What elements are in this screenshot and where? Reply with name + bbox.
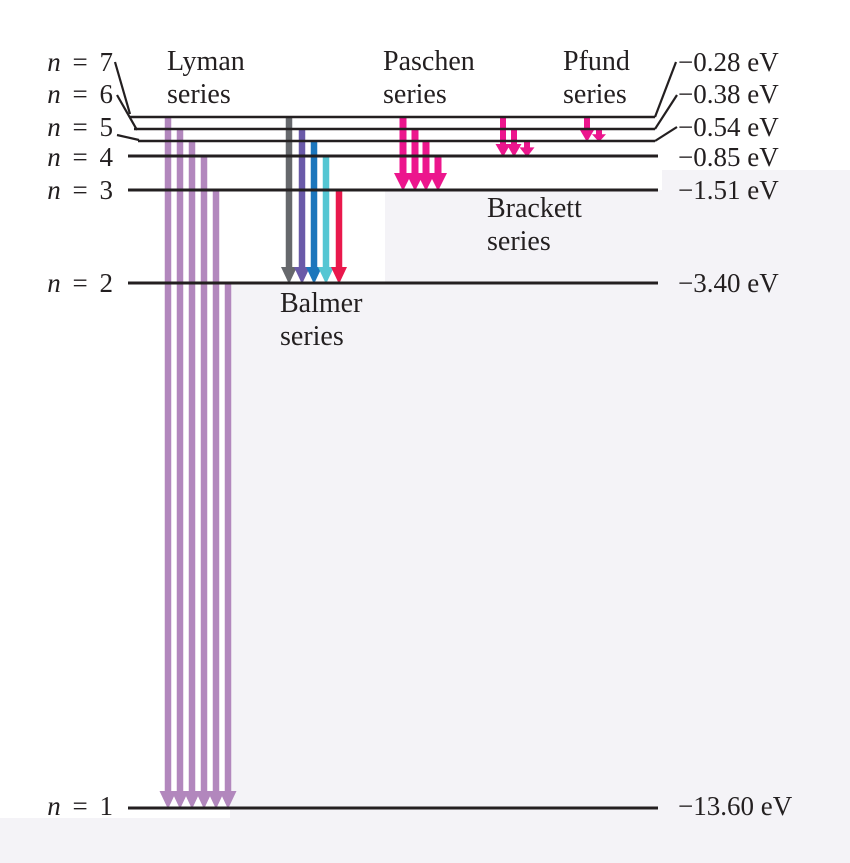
series-label-balmer: Balmer series (280, 287, 362, 353)
energy-label-n4: −0.85 eV (678, 142, 779, 172)
level-label-n2: n = 2 (47, 268, 113, 298)
series-label-lyman: Lyman series (167, 45, 245, 111)
energy-label-n2: −3.40 eV (678, 268, 779, 298)
series-label-balmer-line1: Balmer (280, 288, 363, 319)
level-label-n5: n = 5 (47, 112, 113, 142)
energy-label-n1: −13.60 eV (678, 791, 793, 821)
series-label-balmer-line2: series (280, 321, 344, 352)
level-label-n1: n = 1 (47, 791, 113, 821)
series-label-paschen-line2: series (383, 79, 447, 110)
series-label-brackett: Brackett series (487, 192, 582, 258)
level-label-n3: n = 3 (47, 175, 113, 205)
series-label-paschen: Paschen series (383, 45, 475, 111)
series-label-lyman-line2: series (167, 79, 231, 110)
series-label-pfund-line1: Pfund (563, 46, 630, 77)
series-label-pfund-line2: series (563, 79, 627, 110)
energy-label-n6: −0.38 eV (678, 79, 779, 109)
level-label-n6: n = 6 (47, 79, 113, 109)
energy-label-n3: −1.51 eV (678, 175, 779, 205)
level-label-n4: n = 4 (47, 142, 113, 172)
series-label-pfund: Pfund series (563, 45, 630, 111)
series-label-brackett-line2: series (487, 226, 551, 257)
energy-label-n7: −0.28 eV (678, 47, 779, 77)
series-label-paschen-line1: Paschen (383, 46, 475, 77)
energy-label-n5: −0.54 eV (678, 112, 779, 142)
series-label-lyman-line1: Lyman (167, 46, 245, 77)
level-label-n7: n = 7 (47, 47, 113, 77)
series-label-brackett-line1: Brackett (487, 193, 582, 224)
